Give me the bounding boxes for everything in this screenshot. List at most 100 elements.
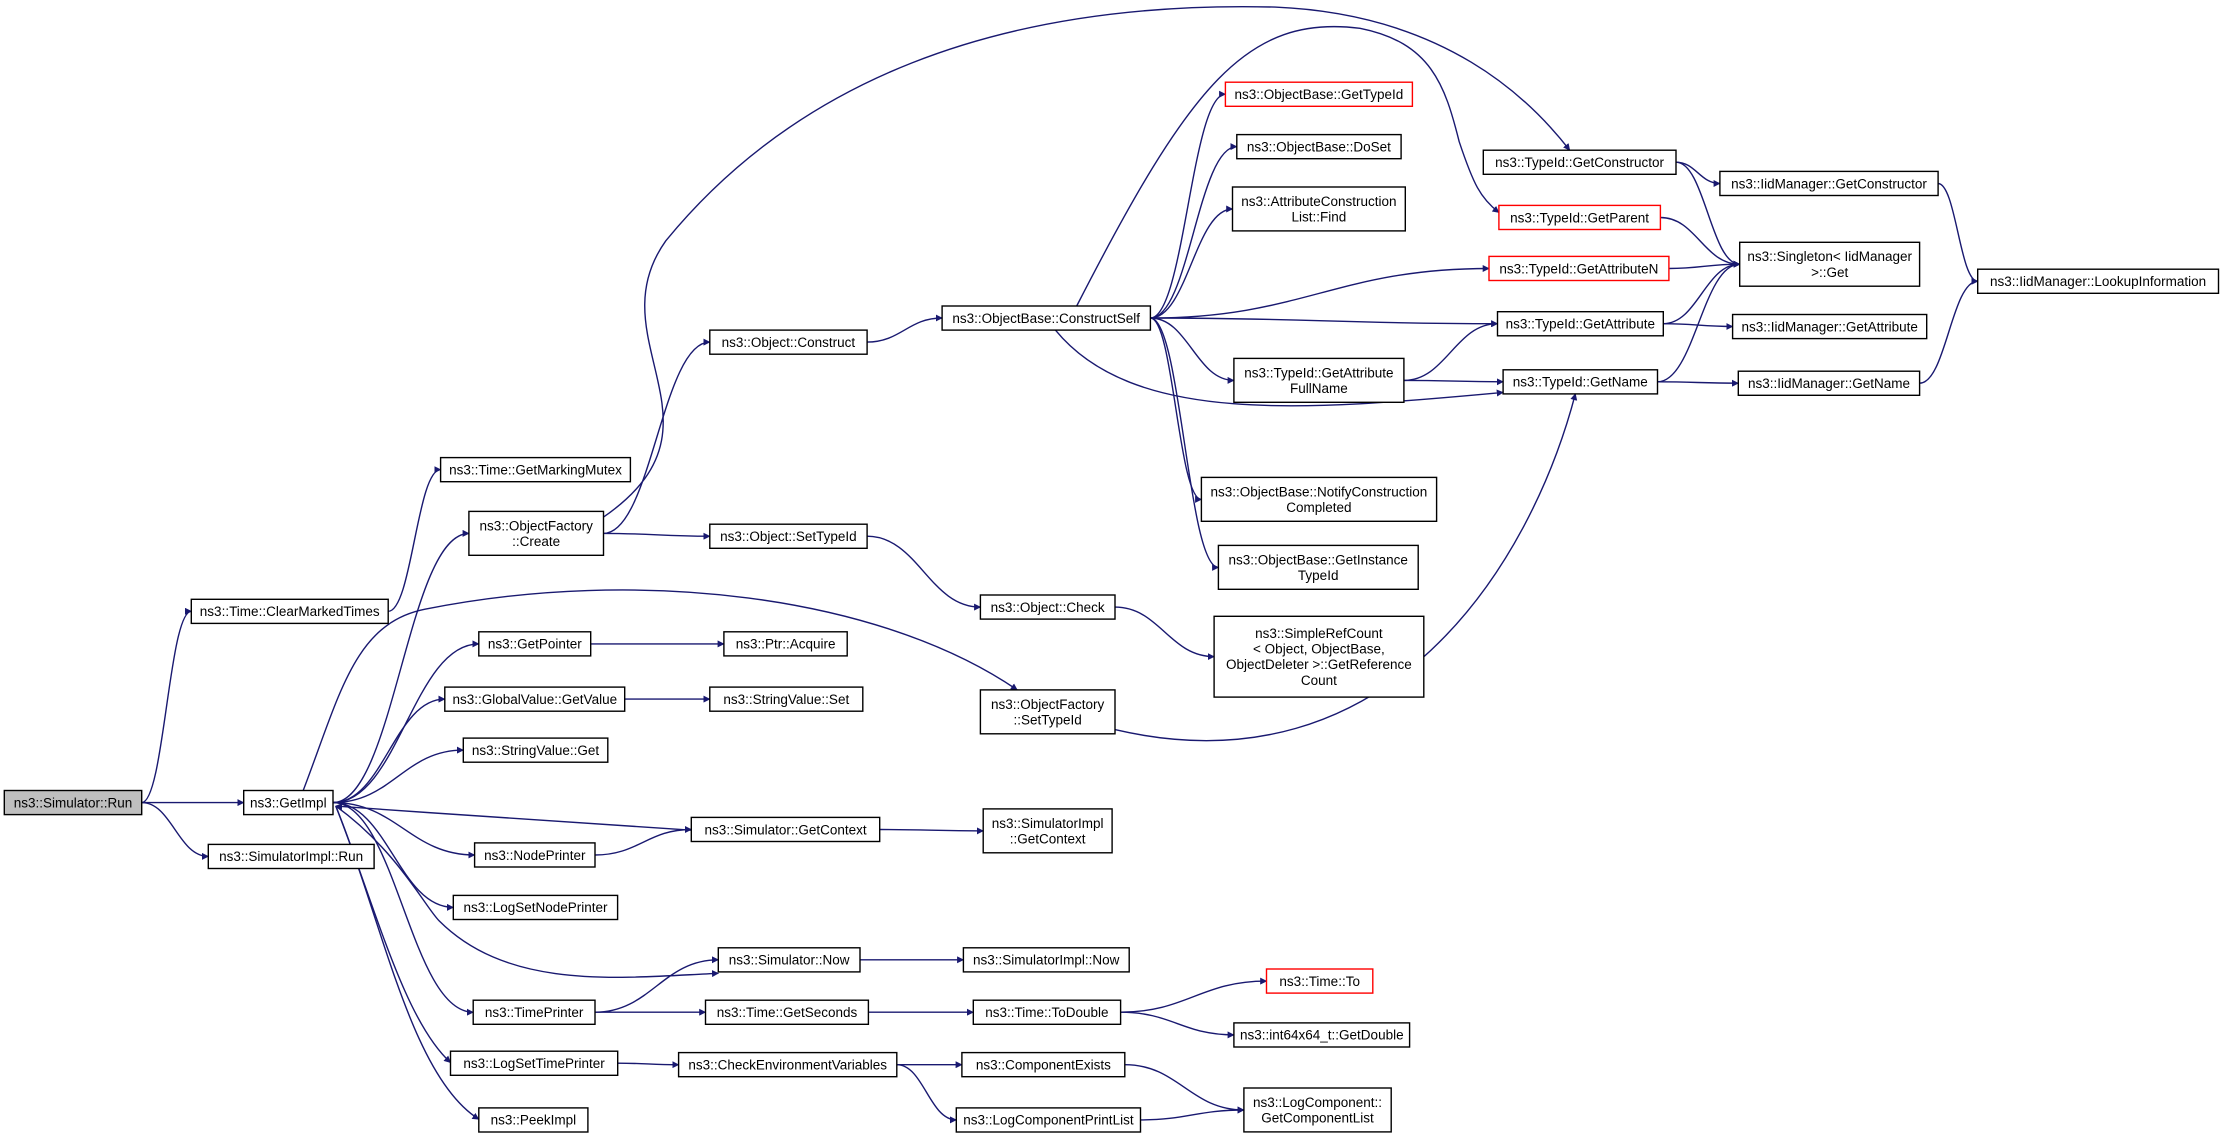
node-svget[interactable]: ns3::StringValue::Get [462, 737, 609, 763]
node-checkenv[interactable]: ns3::CheckEnvironmentVariables [677, 1051, 898, 1078]
node-imgetname[interactable]: ns3::IidManager::GetName [1737, 370, 1921, 397]
node-logsetnode[interactable]: ns3::LogSetNodePrinter [452, 894, 619, 921]
node-logcompprintlist[interactable]: ns3::LogComponentPrintList [955, 1107, 1142, 1133]
node-box [709, 686, 864, 712]
node-objcheck[interactable]: ns3::Object::Check [979, 594, 1116, 620]
node-tigetparent[interactable]: ns3::TypeId::GetParent [1498, 204, 1662, 231]
node-box [1236, 133, 1402, 160]
node-box [982, 808, 1113, 854]
edge-run-to-clearmarked [141, 607, 192, 804]
node-objsettypeid[interactable]: ns3::Object::SetTypeId [709, 523, 868, 550]
node-simimplnow[interactable]: ns3::SimulatorImpl::Now [962, 947, 1130, 973]
node-simimplrun[interactable]: ns3::SimulatorImpl::Run [207, 843, 375, 870]
node-label: ns3::IidManager::GetName [1748, 376, 1910, 391]
node-label: ns3::SimulatorImpl [992, 816, 1104, 831]
node-label: ns3::ObjectBase::NotifyConstruction [1210, 484, 1427, 499]
edge-constructself-to-getattrfullname [1150, 317, 1235, 384]
node-label: ns3::IidManager::GetAttribute [1742, 319, 1918, 334]
node-layer: ns3::Simulator::Run ns3::Time::ClearMarke… [3, 81, 2220, 1133]
node-obgettypeid[interactable]: ns3::ObjectBase::GetTypeId [1224, 81, 1414, 107]
node-int64getdouble[interactable]: ns3::int64x64_t::GetDouble [1233, 1022, 1411, 1048]
node-singletonget[interactable]: ns3::Singleton< IidManager>::Get [1738, 241, 1921, 287]
node-clearmarked[interactable]: ns3::Time::ClearMarkedTimes [190, 598, 389, 625]
node-simgetcontext[interactable]: ns3::Simulator::GetContext [690, 816, 881, 843]
node-constructself[interactable]: ns3::ObjectBase::ConstructSelf [941, 305, 1152, 331]
node-peekimpl[interactable]: ns3::PeekImpl [478, 1107, 589, 1133]
edge-constructself-to-acfind [1150, 205, 1234, 319]
edge-getimpl-to-ofcreate [332, 529, 470, 804]
node-compexists[interactable]: ns3::ComponentExists [961, 1051, 1126, 1078]
edge-getimpl-to-getpointer [332, 640, 480, 804]
node-box [962, 947, 1130, 973]
node-svset[interactable]: ns3::StringValue::Set [709, 686, 864, 712]
node-label: ns3::Object::Construct [722, 335, 856, 350]
edge-logsettime-to-checkenv [617, 1061, 680, 1069]
node-box [941, 305, 1152, 331]
node-logsettime[interactable]: ns3::LogSetTimePrinter [449, 1050, 619, 1076]
node-ptracquire[interactable]: ns3::Ptr::Acquire [723, 631, 848, 657]
edge-getattrfullname-to-tigetattribute [1403, 320, 1499, 382]
edge-checkenv-to-logcompprintlist [896, 1064, 957, 1124]
edge-constructself-to-obdoset [1150, 143, 1238, 319]
node-tigetconstructor[interactable]: ns3::TypeId::GetConstructor [1482, 149, 1677, 175]
node-label: ns3::SimulatorImpl::Now [973, 953, 1120, 968]
node-box [1213, 615, 1425, 698]
edge-run-to-simimplrun [141, 801, 209, 860]
node-label: ns3::ObjectBase::GetTypeId [1234, 87, 1403, 102]
node-simnow[interactable]: ns3::Simulator::Now [717, 947, 861, 973]
node-label: ns3::IidManager::LookupInformation [1990, 274, 2206, 289]
node-box [1217, 544, 1419, 591]
node-getmarking[interactable]: ns3::Time::GetMarkingMutex [439, 456, 632, 483]
node-box [972, 999, 1122, 1026]
node-label: ns3::TypeId::GetAttribute [1506, 317, 1655, 332]
node-box [1200, 476, 1438, 522]
node-label: ObjectDeleter >::GetReference [1226, 657, 1412, 672]
node-getimpl[interactable]: ns3::GetImpl [242, 789, 334, 816]
node-imlookup[interactable]: ns3::IidManager::LookupInformation [1976, 268, 2220, 295]
edge-getimpl-to-nodeprinter [332, 801, 476, 859]
node-label: ns3::StringValue::Set [723, 692, 849, 707]
node-timeto[interactable]: ns3::Time::To [1265, 968, 1374, 994]
node-label: ns3::GetImpl [250, 795, 327, 810]
node-todouble[interactable]: ns3::Time::ToDouble [972, 999, 1122, 1026]
edge-getimpl-to-svget [332, 746, 464, 804]
node-imgetconstructor[interactable]: ns3::IidManager::GetConstructor [1719, 170, 1939, 197]
node-simplerefcount[interactable]: ns3::SimpleRefCount< Object, ObjectBase,… [1213, 615, 1425, 698]
edge-timeprinter-to-simnow [594, 956, 719, 1013]
node-box [1488, 255, 1670, 282]
node-label: ns3::ComponentExists [976, 1058, 1111, 1073]
node-logcompgetlist[interactable]: ns3::LogComponent::GetComponentList [1243, 1087, 1392, 1133]
node-timeprinter[interactable]: ns3::TimePrinter [472, 999, 596, 1026]
node-label: ns3::Time::ClearMarkedTimes [200, 604, 380, 619]
node-tigetattributen[interactable]: ns3::TypeId::GetAttributeN [1488, 255, 1670, 282]
node-label: ns3::Simulator::Run [14, 795, 133, 810]
node-tigetname[interactable]: ns3::TypeId::GetName [1502, 369, 1659, 395]
node-box [190, 598, 389, 625]
node-simimplgetcontext[interactable]: ns3::SimulatorImpl::GetContext [982, 808, 1113, 854]
node-gvgetvalue[interactable]: ns3::GlobalValue::GetValue [444, 686, 626, 712]
node-objconstruct[interactable]: ns3::Object::Construct [709, 329, 868, 355]
node-box [1498, 204, 1662, 231]
edge-simgetcontext-to-getimpl [335, 803, 692, 831]
edge-objsettypeid-to-objcheck [866, 535, 982, 611]
node-nodeprinter[interactable]: ns3::NodePrinter [473, 842, 596, 868]
node-getpointer[interactable]: ns3::GetPointer [478, 631, 592, 657]
node-box [1233, 1022, 1411, 1048]
node-imgetattribute[interactable]: ns3::IidManager::GetAttribute [1731, 313, 1928, 340]
node-box [1496, 311, 1665, 337]
node-tigetattribute[interactable]: ns3::TypeId::GetAttribute [1496, 311, 1665, 337]
node-ofsettypeid[interactable]: ns3::ObjectFactory::SetTypeId [979, 689, 1116, 735]
node-label: ::SetTypeId [1013, 713, 1081, 728]
node-getseconds[interactable]: ns3::Time::GetSeconds [704, 999, 870, 1026]
node-obnotify[interactable]: ns3::ObjectBase::NotifyConstructionCompl… [1200, 476, 1438, 522]
node-obdoset[interactable]: ns3::ObjectBase::DoSet [1236, 133, 1402, 160]
node-run[interactable]: ns3::Simulator::Run [3, 789, 143, 816]
node-label: ns3::LogComponent:: [1253, 1095, 1382, 1110]
edge-ofcreate-to-objsettypeid [603, 532, 711, 540]
node-ofcreate[interactable]: ns3::ObjectFactory::Create [468, 510, 605, 556]
node-label: ns3::int64x64_t::GetDouble [1240, 1028, 1404, 1043]
node-box [478, 631, 592, 657]
